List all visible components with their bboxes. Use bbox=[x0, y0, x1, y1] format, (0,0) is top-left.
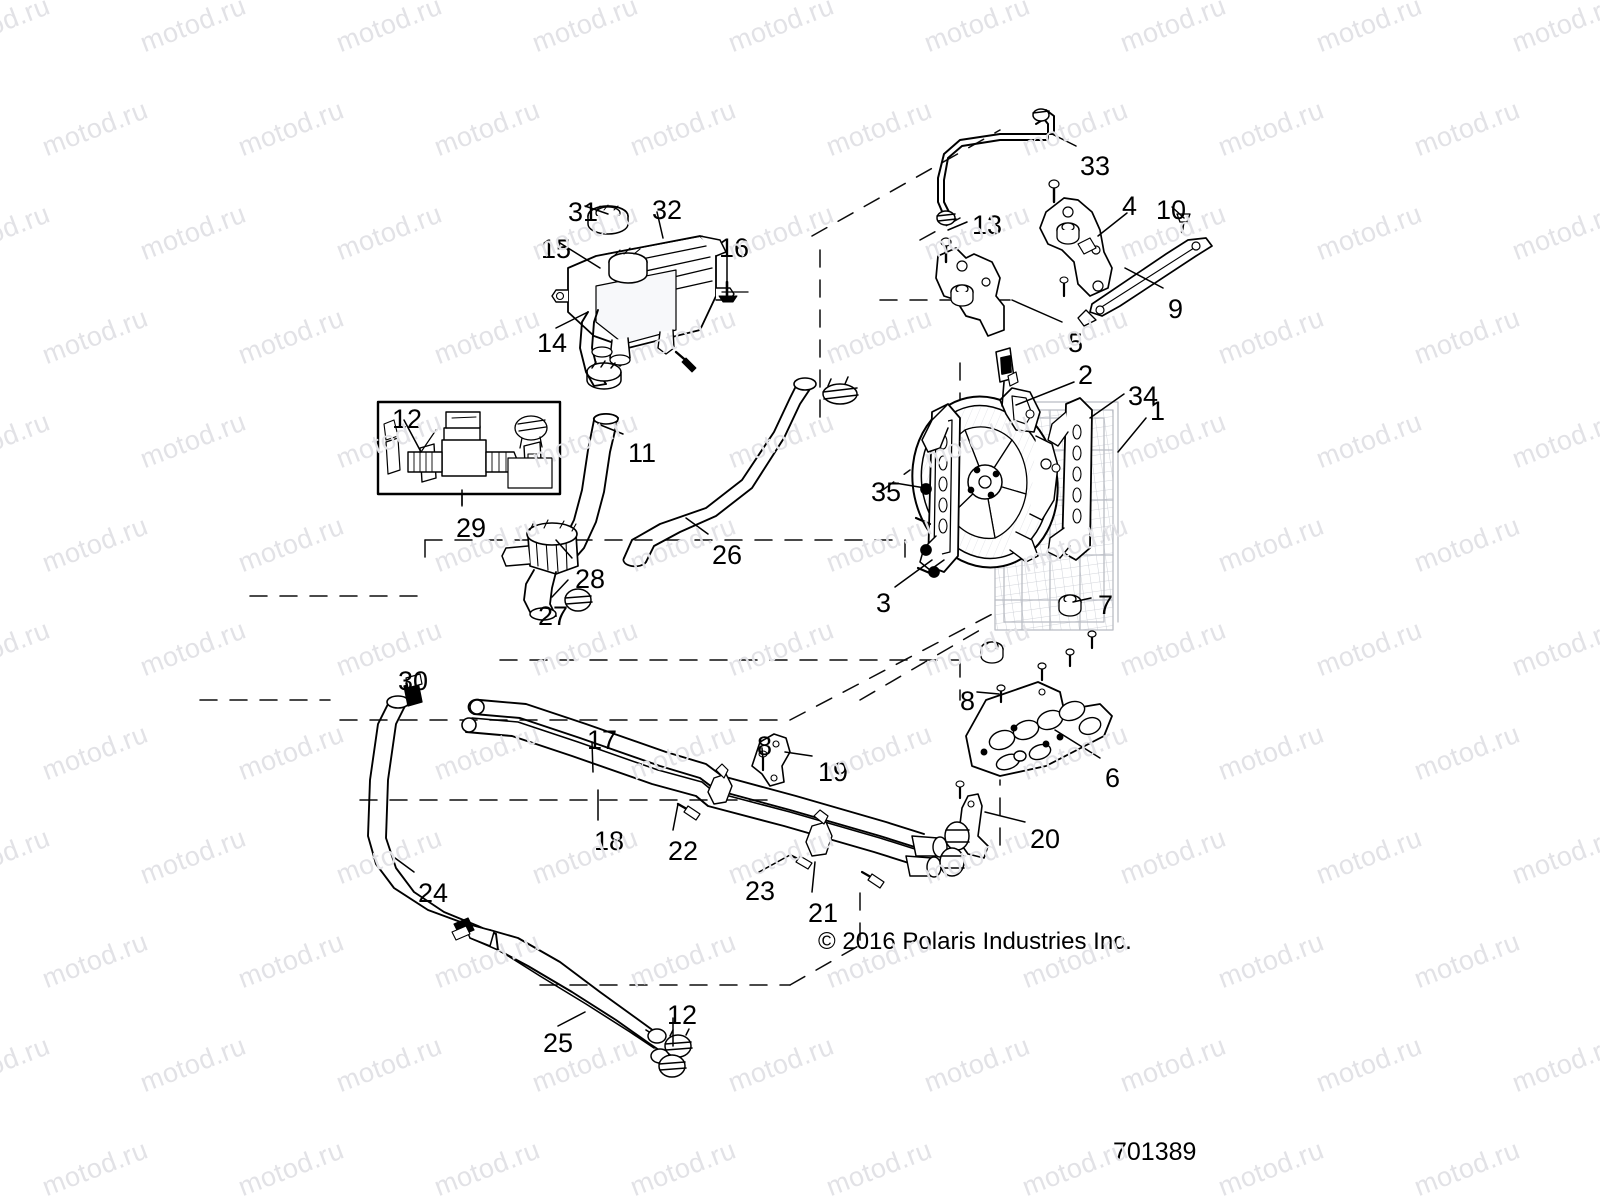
leader-line-tube-support-bracket bbox=[784, 751, 813, 757]
callout-bypass-hose: 26 bbox=[712, 540, 743, 570]
leader-line-upper-mount-bracket bbox=[1097, 212, 1128, 237]
leader-line-overflow-tube bbox=[1051, 133, 1077, 147]
leader-line-hose-clamp-inset-ref bbox=[403, 419, 422, 453]
callout-tube-screw-23: 23 bbox=[745, 876, 776, 906]
diagram-part-number: 701389 bbox=[1113, 1138, 1197, 1166]
leader-line-bypass-hose bbox=[685, 517, 709, 535]
leader-line-tube-clamp-bracket bbox=[811, 861, 816, 893]
callout-reservoir-body-top: 32 bbox=[652, 195, 683, 225]
callout-return-hose-long: 24 bbox=[418, 878, 449, 908]
leader-line-shield-mount-bracket bbox=[984, 811, 1026, 823]
leader-line-perforated-heat-shield bbox=[1054, 729, 1101, 759]
leader-line-shroud-fastener bbox=[894, 482, 926, 489]
leader-line-screw-fastener-8a bbox=[976, 691, 1000, 695]
callout-fan-shroud-assembly: 2 bbox=[1078, 360, 1094, 390]
leader-line-support-rail bbox=[1124, 267, 1164, 289]
callout-reservoir-cap: 31 bbox=[568, 197, 599, 227]
callout-reservoir-drain-tube: 14 bbox=[537, 328, 568, 358]
callout-lower-mount-bracket: 5 bbox=[1068, 328, 1084, 358]
callout-overflow-tube-clamp: 13 bbox=[972, 210, 1003, 240]
leader-line-screw-fastener-8b bbox=[761, 747, 764, 761]
leader-line-hose-clamp-30 bbox=[405, 682, 411, 703]
callout-screw-fastener-8b: 8 bbox=[757, 731, 773, 761]
leader-line-coolant-tube-upper bbox=[591, 741, 594, 773]
callout-screw-fastener-8a: 8 bbox=[960, 686, 976, 716]
callout-tee-fitting-detail-ref: 29 bbox=[456, 513, 487, 543]
leader-line-fan-shroud-assembly bbox=[1015, 381, 1075, 406]
callout-tube-clamp-bracket: 21 bbox=[808, 898, 839, 928]
callout-shroud-fastener: 35 bbox=[871, 477, 902, 507]
callout-shield-mount-bracket: 20 bbox=[1030, 824, 1061, 854]
callout-coolant-tube-upper: 17 bbox=[587, 725, 618, 755]
callout-isolator-grommet: 7 bbox=[1098, 590, 1114, 620]
leader-line-overflow-tube-clamp bbox=[947, 221, 968, 231]
leader-line-tee-fitting bbox=[555, 539, 573, 559]
callout-shroud-mount-bracket-left: 3 bbox=[876, 588, 892, 618]
leader-line-coolant-reservoir bbox=[559, 242, 601, 269]
leader-line-isolator-grommet bbox=[1072, 597, 1092, 603]
leader-line-reservoir-drain-tube bbox=[555, 311, 589, 329]
callout-overflow-tube: 33 bbox=[1080, 151, 1111, 181]
callout-reservoir-mount-screw: 16 bbox=[719, 233, 750, 263]
leader-line-shroud-mount-bracket-left bbox=[894, 559, 933, 588]
callout-coolant-tube-lower: 18 bbox=[594, 826, 625, 856]
copyright-notice: © 2016 Polaris Industries Inc. bbox=[818, 928, 1132, 955]
callout-push-rivet: 10 bbox=[1156, 195, 1187, 225]
callout-upper-radiator-hose: 11 bbox=[628, 438, 657, 468]
leader-line-shroud-mount-bracket-right bbox=[1089, 393, 1125, 419]
leader-line-lower-mount-bracket bbox=[1011, 299, 1063, 323]
leader-line-reservoir-cap bbox=[584, 205, 609, 215]
callout-support-rail: 9 bbox=[1168, 294, 1184, 324]
leader-line-reservoir-body-top bbox=[656, 211, 664, 239]
callout-tube-screw-22: 22 bbox=[668, 836, 699, 866]
callout-tee-fitting: 28 bbox=[575, 564, 606, 594]
leader-line-hose-outlet-stub bbox=[551, 579, 569, 598]
callout-hose-outlet-stub: 27 bbox=[538, 601, 569, 631]
callout-upper-mount-bracket: 4 bbox=[1122, 191, 1138, 221]
leader-line-tube-screw-23 bbox=[758, 854, 791, 873]
leader-line-radiator bbox=[1117, 417, 1147, 453]
leader-line-return-hose-long bbox=[394, 857, 415, 873]
leader-line-upper-radiator-hose bbox=[597, 423, 624, 435]
leader-line-tube-screw-22 bbox=[672, 803, 679, 831]
callout-hose-clamp-lower: 12 bbox=[667, 1000, 698, 1030]
callout-tube-support-bracket: 19 bbox=[818, 757, 849, 787]
leader-line-push-rivet bbox=[1171, 206, 1185, 219]
callout-hose-clamp-inset-ref: 12 bbox=[392, 404, 423, 434]
callout-shroud-mount-bracket-right: 34 bbox=[1128, 381, 1159, 411]
callout-radiator: 1 bbox=[1150, 396, 1166, 426]
leader-line-return-hose-lower bbox=[557, 1011, 586, 1027]
callout-return-hose-lower: 25 bbox=[543, 1028, 574, 1058]
callout-hose-clamp-30: 30 bbox=[398, 666, 429, 696]
callout-coolant-reservoir: 15 bbox=[541, 234, 572, 264]
callout-perforated-heat-shield: 6 bbox=[1105, 763, 1121, 793]
